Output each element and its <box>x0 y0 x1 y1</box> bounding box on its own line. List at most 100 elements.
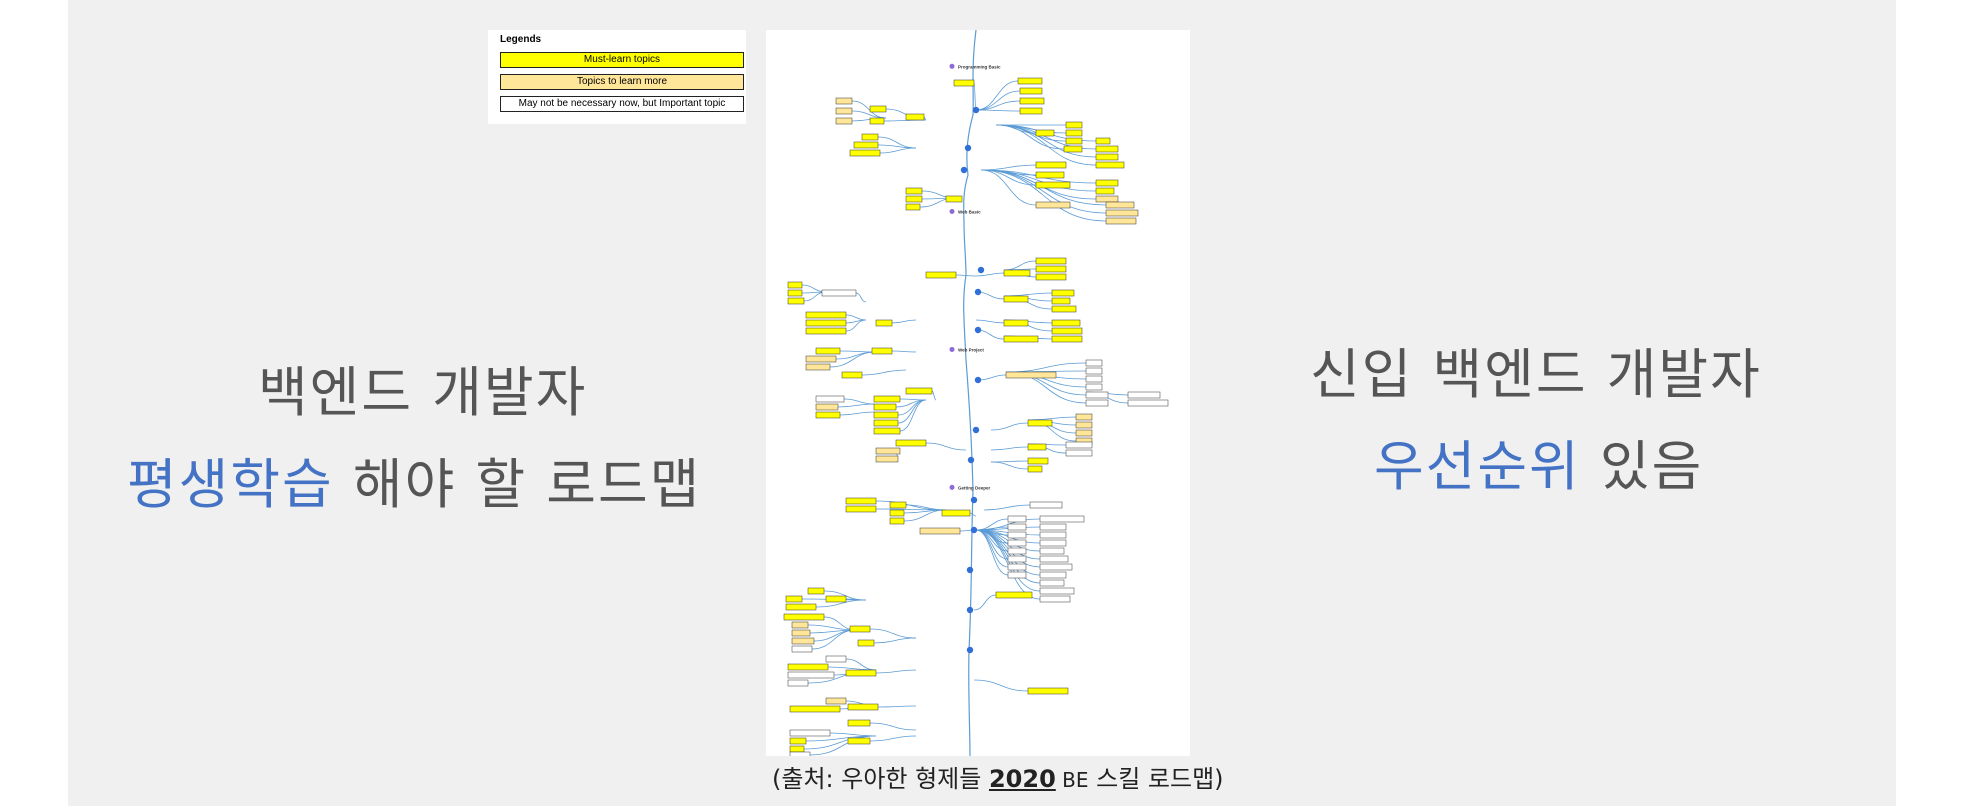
roadmap-topic-box <box>787 297 805 305</box>
roadmap-topic-box <box>1075 413 1093 421</box>
roadmap-topic-box <box>789 737 807 745</box>
roadmap-connector <box>839 350 877 353</box>
roadmap-topic-box <box>845 497 877 505</box>
roadmap-topic-box <box>789 745 805 753</box>
roadmap-topic-box <box>873 403 897 411</box>
roadmap-connector <box>839 411 875 416</box>
roadmap-topic-box <box>889 509 905 517</box>
legend-learn-more: Topics to learn more <box>500 74 744 90</box>
roadmap-topic-box <box>873 427 901 435</box>
roadmap-topic-box <box>1027 687 1069 695</box>
roadmap-connector <box>990 460 1029 463</box>
roadmap-connector <box>829 351 877 368</box>
roadmap-topic-box <box>941 509 971 517</box>
roadmap-topic-box <box>895 439 927 447</box>
roadmap-topic-box <box>945 195 963 203</box>
roadmap-topic-box <box>805 319 847 327</box>
roadmap-hub-dot <box>977 266 985 274</box>
roadmap-connector <box>899 399 927 432</box>
roadmap-topic-box <box>1065 449 1093 457</box>
roadmap-connector <box>973 594 997 611</box>
roadmap-topic-box <box>1095 145 1119 153</box>
roadmap-topic-box <box>1027 465 1043 473</box>
roadmap-connector <box>980 169 1107 222</box>
roadmap-connector <box>877 144 917 149</box>
roadmap-topic-box <box>857 639 875 647</box>
roadmap-hub-dot <box>974 288 982 296</box>
roadmap-topic-box <box>1005 371 1057 379</box>
roadmap-hub-dot <box>964 144 972 152</box>
roadmap-hub-dot <box>970 496 978 504</box>
roadmap-topic-box <box>815 347 841 355</box>
roadmap-topic-box <box>835 97 853 105</box>
roadmap-connector <box>980 169 1037 206</box>
legend: Legends Must-learn topics Topics to lear… <box>488 30 746 124</box>
roadmap-topic-box <box>953 79 975 87</box>
roadmap-topic-box <box>1095 179 1119 187</box>
roadmap-topic-box <box>1051 319 1081 327</box>
roadmap-topic-box <box>1039 595 1071 603</box>
roadmap-topic-box <box>889 501 907 509</box>
roadmap-topic-box <box>1039 579 1065 587</box>
roadmap-topic-box <box>905 387 933 395</box>
roadmap-topic-box <box>807 587 825 595</box>
roadmap-connector <box>925 442 967 451</box>
roadmap-connector <box>837 403 875 408</box>
roadmap-hub-dot <box>966 646 974 654</box>
roadmap-topic-box <box>847 737 871 745</box>
roadmap-topic-box <box>1065 137 1083 145</box>
roadmap-topic-box <box>1095 187 1115 195</box>
roadmap-hub-dot <box>974 326 982 334</box>
roadmap-topic-box <box>783 613 825 621</box>
roadmap-topic-box <box>1063 145 1083 153</box>
roadmap-connector <box>845 598 867 601</box>
roadmap-connector <box>923 116 927 121</box>
left-heading-line1: 백엔드 개발자 <box>258 361 588 424</box>
roadmap-topic-box <box>815 395 845 403</box>
roadmap-section-label: Programming Basic <box>958 64 1001 69</box>
roadmap-topic-box <box>919 527 961 535</box>
roadmap-topic-box <box>1007 563 1027 571</box>
roadmap-topic-box <box>1085 391 1109 399</box>
roadmap-topic-box <box>1007 571 1027 579</box>
roadmap-connector <box>845 319 867 332</box>
roadmap-connector <box>891 350 917 353</box>
roadmap-topic-box <box>789 751 811 756</box>
roadmap-hub-dot <box>966 566 974 574</box>
roadmap-topic-box <box>871 347 893 355</box>
roadmap-topic-box <box>835 107 853 115</box>
roadmap-connector <box>975 109 1021 112</box>
roadmap-connector <box>931 390 937 401</box>
roadmap-topic-box <box>1039 523 1067 531</box>
roadmap-topic-box <box>1039 531 1067 539</box>
roadmap-connector <box>869 735 917 742</box>
roadmap-topic-box <box>1065 121 1083 129</box>
roadmap-connector <box>845 314 867 321</box>
roadmap-topic-box <box>1019 107 1043 115</box>
roadmap-topic-box <box>791 629 811 637</box>
roadmap-hub-dot <box>960 166 968 174</box>
roadmap-topic-box <box>847 719 871 727</box>
roadmap-topic-box <box>1035 181 1071 189</box>
roadmap-topic-box <box>805 327 847 335</box>
roadmap-topic-box <box>791 645 813 653</box>
roadmap-connector <box>990 461 1029 470</box>
roadmap-topic-box <box>1039 515 1085 523</box>
roadmap-connector <box>809 735 877 756</box>
roadmap-topic-box <box>825 655 847 663</box>
roadmap-topic-box <box>1003 269 1031 277</box>
roadmap-connector <box>975 272 1005 277</box>
roadmap-topic-box <box>875 447 901 455</box>
roadmap-section-label: Web Basic <box>958 210 981 215</box>
roadmap-topic-box <box>905 113 925 121</box>
left-heading-highlight: 평생학습 <box>127 453 334 516</box>
roadmap-topic-box <box>805 363 831 371</box>
source-year: 2020 <box>988 765 1056 793</box>
roadmap-connector <box>977 374 1007 381</box>
roadmap-hub-dot <box>974 376 982 384</box>
roadmap-topic-box <box>825 595 847 603</box>
legend-must-learn: Must-learn topics <box>500 52 744 68</box>
roadmap-topic-box <box>1039 587 1075 595</box>
roadmap-connector <box>879 147 917 154</box>
